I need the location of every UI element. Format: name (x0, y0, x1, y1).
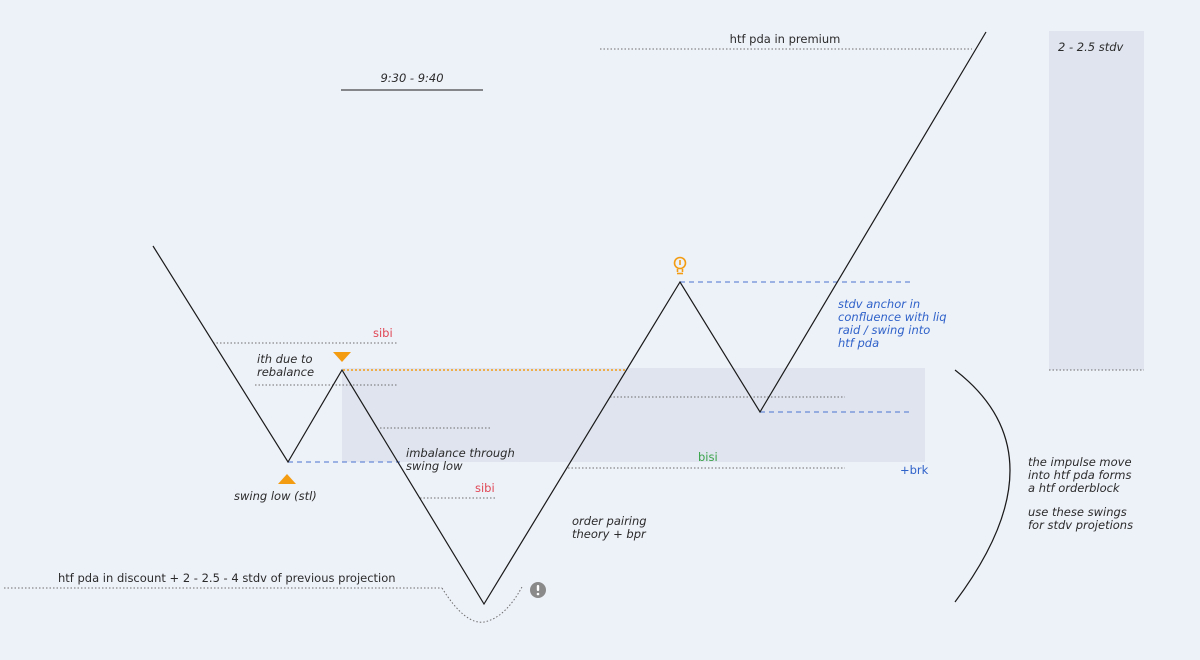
sibi-bottom-label: sibi (475, 481, 495, 495)
orange-up-triangle-icon (278, 474, 296, 484)
lightbulb-icon (673, 256, 687, 275)
bisi-label: bisi (698, 450, 718, 464)
impulse-label-line2: into htf pda forms (1028, 468, 1132, 482)
discount-curve-line (441, 586, 523, 623)
impulse-label-line1: the impulse move (1028, 455, 1132, 469)
brk-label: +brk (900, 463, 929, 477)
dotted-levels (4, 48, 1144, 623)
stdv-range-label: 2 - 2.5 stdv (1058, 40, 1124, 54)
exclamation-circle-icon (530, 582, 546, 598)
orange-down-triangle-icon (333, 352, 351, 362)
stdv-premium-zone (1049, 31, 1144, 370)
swings-label-line2: for stdv projetions (1028, 518, 1133, 532)
ith-label-line2: rebalance (257, 365, 314, 379)
order-pairing-label-line2: theory + bpr (572, 527, 647, 541)
price-path (152, 31, 987, 606)
htf-premium-label: htf pda in premium (730, 32, 841, 46)
anchor-label-line4: htf pda (838, 336, 879, 350)
swing-low-label: swing low (stl) (234, 489, 317, 503)
impulse-label-line3: a htf orderblock (1028, 481, 1121, 495)
orderblock-arc (954, 369, 1011, 603)
anchor-label-line1: stdv anchor in (838, 297, 920, 311)
ith-label-line1: ith due to (257, 352, 313, 366)
anchor-label-line3: raid / swing into (838, 323, 930, 337)
anchor-label-line2: confluence with liq (838, 310, 947, 324)
imbalance-label-line2: swing low (406, 459, 463, 473)
htf-discount-label: htf pda in discount + 2 - 2.5 - 4 stdv o… (58, 571, 396, 585)
sibi-top-label: sibi (373, 326, 393, 340)
session-time-label: 9:30 - 9:40 (380, 71, 443, 85)
blue-dashed-levels (288, 281, 910, 463)
swings-label-line1: use these swings (1028, 505, 1127, 519)
imbalance-label-line1: imbalance through (406, 446, 515, 460)
consolidation-zone (342, 368, 925, 462)
order-pairing-label-line1: order pairing (572, 514, 647, 528)
